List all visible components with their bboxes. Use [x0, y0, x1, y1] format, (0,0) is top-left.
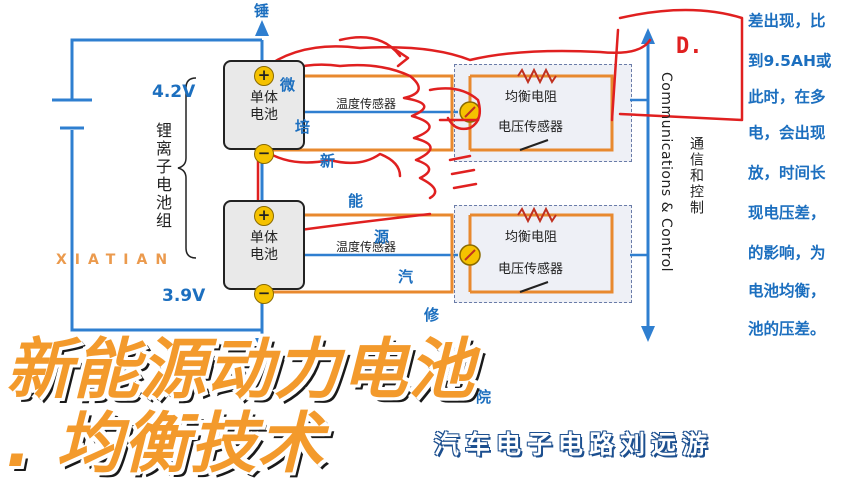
annotation-d: D. [676, 34, 703, 59]
comm-control-label: Communications & Control [658, 72, 674, 273]
channel-char: 能 [348, 192, 364, 210]
channel-char: 培 [295, 118, 311, 136]
watermark: XIATIAN [56, 252, 176, 268]
balancing-resistor-top-label: 均衡电阻 [505, 90, 558, 105]
channel-char: 新 [320, 152, 336, 170]
cell-top-voltage: 4.2V [152, 82, 196, 102]
channel-char: 修 [424, 306, 440, 324]
battery-cell-top: 单体 电池 + − [223, 60, 305, 164]
side-text-line: 此时，在多 [748, 88, 826, 106]
temp-sensor-bottom-label: 温度传感器 [336, 240, 397, 254]
negative-terminal-icon: − [254, 284, 274, 304]
side-text-line: 池的压差。 [748, 320, 826, 338]
side-text-line: 电，会出现 [748, 124, 826, 142]
title-line-1: 新能源动力电池 [6, 331, 475, 408]
voltage-sensor-top-label: 电压传感器 [498, 120, 564, 135]
temp-sensor-top-label: 温度传感器 [336, 97, 397, 111]
battery-cell-bottom: 单体 电池 + − [223, 200, 305, 304]
side-text-line: 现电压差， [748, 204, 826, 222]
battery-cell-top-label: 单体 电池 [250, 90, 278, 123]
side-text-line: 电池均衡， [748, 282, 826, 300]
cell-bottom-voltage: 3.9V [162, 286, 206, 306]
side-text-line: 的影响，为 [748, 244, 826, 262]
comm-control-cn-label: 通信和控制 [688, 136, 704, 216]
channel-char: 汽 [398, 268, 414, 286]
subtitle: 汽车电子电路刘远游 [434, 430, 714, 459]
positive-terminal-icon: + [254, 206, 274, 226]
pack-label: 锂离子电池组 [153, 122, 172, 230]
channel-char: 源 [374, 228, 390, 246]
side-text-line: 放，时间长 [748, 164, 826, 182]
voltage-sensor-bottom-label: 电压传感器 [498, 262, 564, 277]
side-text-line: 到9.5AH或 [748, 52, 832, 70]
channel-char: 微 [280, 76, 296, 94]
title-line-2: . 均衡技术 [6, 405, 325, 482]
channel-char: 院 [476, 388, 492, 406]
balancing-resistor-bottom-label: 均衡电阻 [505, 230, 558, 245]
negative-terminal-icon: − [254, 144, 274, 164]
battery-cell-bottom-label: 单体 电池 [250, 230, 278, 263]
stack-top-label: 锤 [254, 2, 270, 20]
positive-terminal-icon: + [254, 66, 274, 86]
side-text-line: 差出现，比 [748, 12, 826, 30]
